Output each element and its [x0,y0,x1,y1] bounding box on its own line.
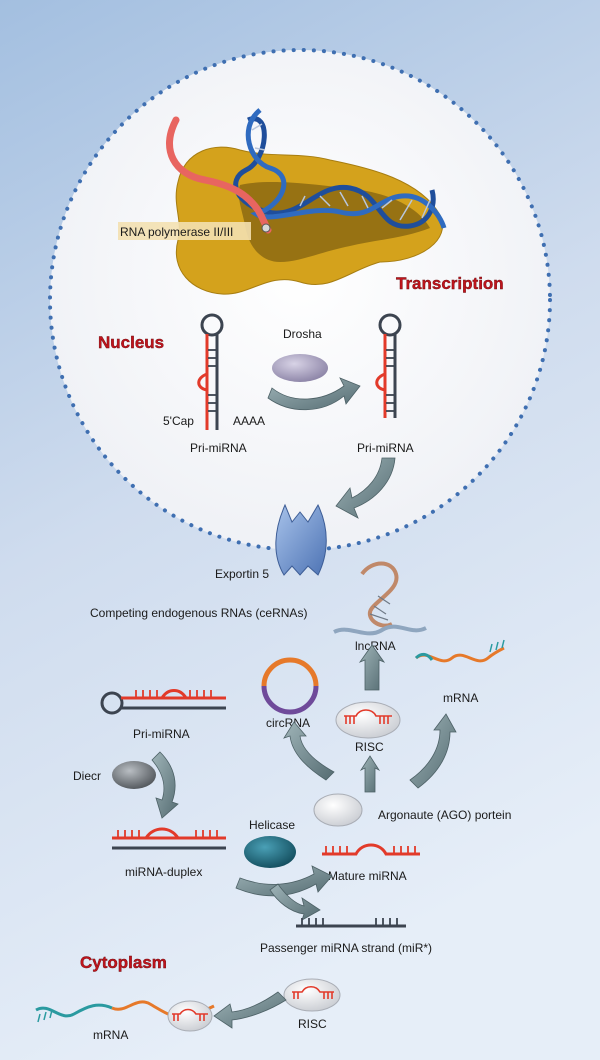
arrow-to-passenger [269,883,321,921]
cerna-label: Competing endogenous RNAs (ceRNAs) [90,606,307,620]
drosha-enzyme [272,354,328,382]
risc-middle-label: RISC [355,740,384,754]
pri-mirna-left-label: Pri-miRNA [190,441,247,455]
risc-bottom [283,978,341,1012]
mrna-bottom-cap-region [35,1003,113,1018]
risc-middle [335,701,401,739]
mrna-top-cap [414,652,434,661]
mature-mirna-label: Mature miRNA [328,869,407,883]
arrow-to-duplex [151,751,179,819]
rna-polymerase-label: RNA polymerase II/III [120,225,233,239]
mirna-duplex-label: miRNA-duplex [125,865,202,879]
arrow-to-lncrna [358,644,386,691]
pri-mirna-hairpin-right [375,313,402,418]
risc-bottom-label: RISC [298,1017,327,1031]
dna-strand-a [233,116,436,229]
mrna-bottom-tail [37,1009,53,1023]
arrow-to-target-mrna [213,991,287,1029]
transcription-label: Transcription [396,274,504,293]
arrow-to-risc [359,755,381,793]
risc-middle-mirna [344,709,392,724]
nascent-rna [166,116,272,234]
ago-protein [313,793,363,827]
dna-strand-b [245,108,447,229]
mrna-top-tail [489,639,505,653]
active-site [261,223,271,233]
circrna-label: circRNA [266,716,310,730]
ago-label: Argonaute (AGO) portein [378,808,511,822]
mrna-top-strand [415,646,505,663]
mature-mirna [322,843,420,856]
exportin-label: Exportin 5 [215,567,269,581]
pri-mirna-right-label: Pri-miRNA [357,441,414,455]
five-prime-cap-label: 5'Cap [163,414,194,428]
pri-mirna-hairpin-left [197,313,224,430]
helicase-enzyme [244,836,296,868]
lncrna-label: lncRNA [355,639,396,653]
pri-mirna-cytoplasm [100,689,226,715]
dna-rungs [251,123,431,221]
mrna-bottom-label: mRNA [93,1028,128,1042]
drosha-label: Drosha [283,327,322,341]
passenger-label: Passenger miRNA strand (miR*) [260,941,432,955]
helicase-label: Helicase [249,818,295,832]
dicer-label: Diecr [73,769,101,783]
cytoplasm-label: Cytoplasm [80,953,167,972]
risc-bound-mirna [172,1008,208,1021]
export-arrow [335,457,396,519]
nucleus-membrane-fill [50,50,550,550]
rna-polymerase-label-bg [118,222,251,240]
risc-bottom-mirna [292,985,334,999]
poly-a-tail-label: AAAA [233,414,265,428]
nucleus-label: Nucleus [98,333,164,352]
arrow-to-mature [235,865,333,897]
nucleus-region [48,48,552,552]
circrna-molecule [261,657,319,715]
arrow-to-mrna [409,713,457,789]
lncrna-molecule [333,561,427,636]
pri-mirna-cyto-label: Pri-miRNA [133,727,190,741]
passenger-strand [296,918,406,928]
rna-polymerase-complex: RNA polymerase II/III [118,108,447,295]
exportin-5-protein [275,503,327,576]
mirna-duplex [112,827,226,850]
arrow-to-circrna [283,721,335,781]
risc-bound-mrna [167,1000,213,1032]
dicer-enzyme [112,761,156,789]
drosha-arrow [267,377,361,411]
mrna-top-label: mRNA [443,691,478,705]
